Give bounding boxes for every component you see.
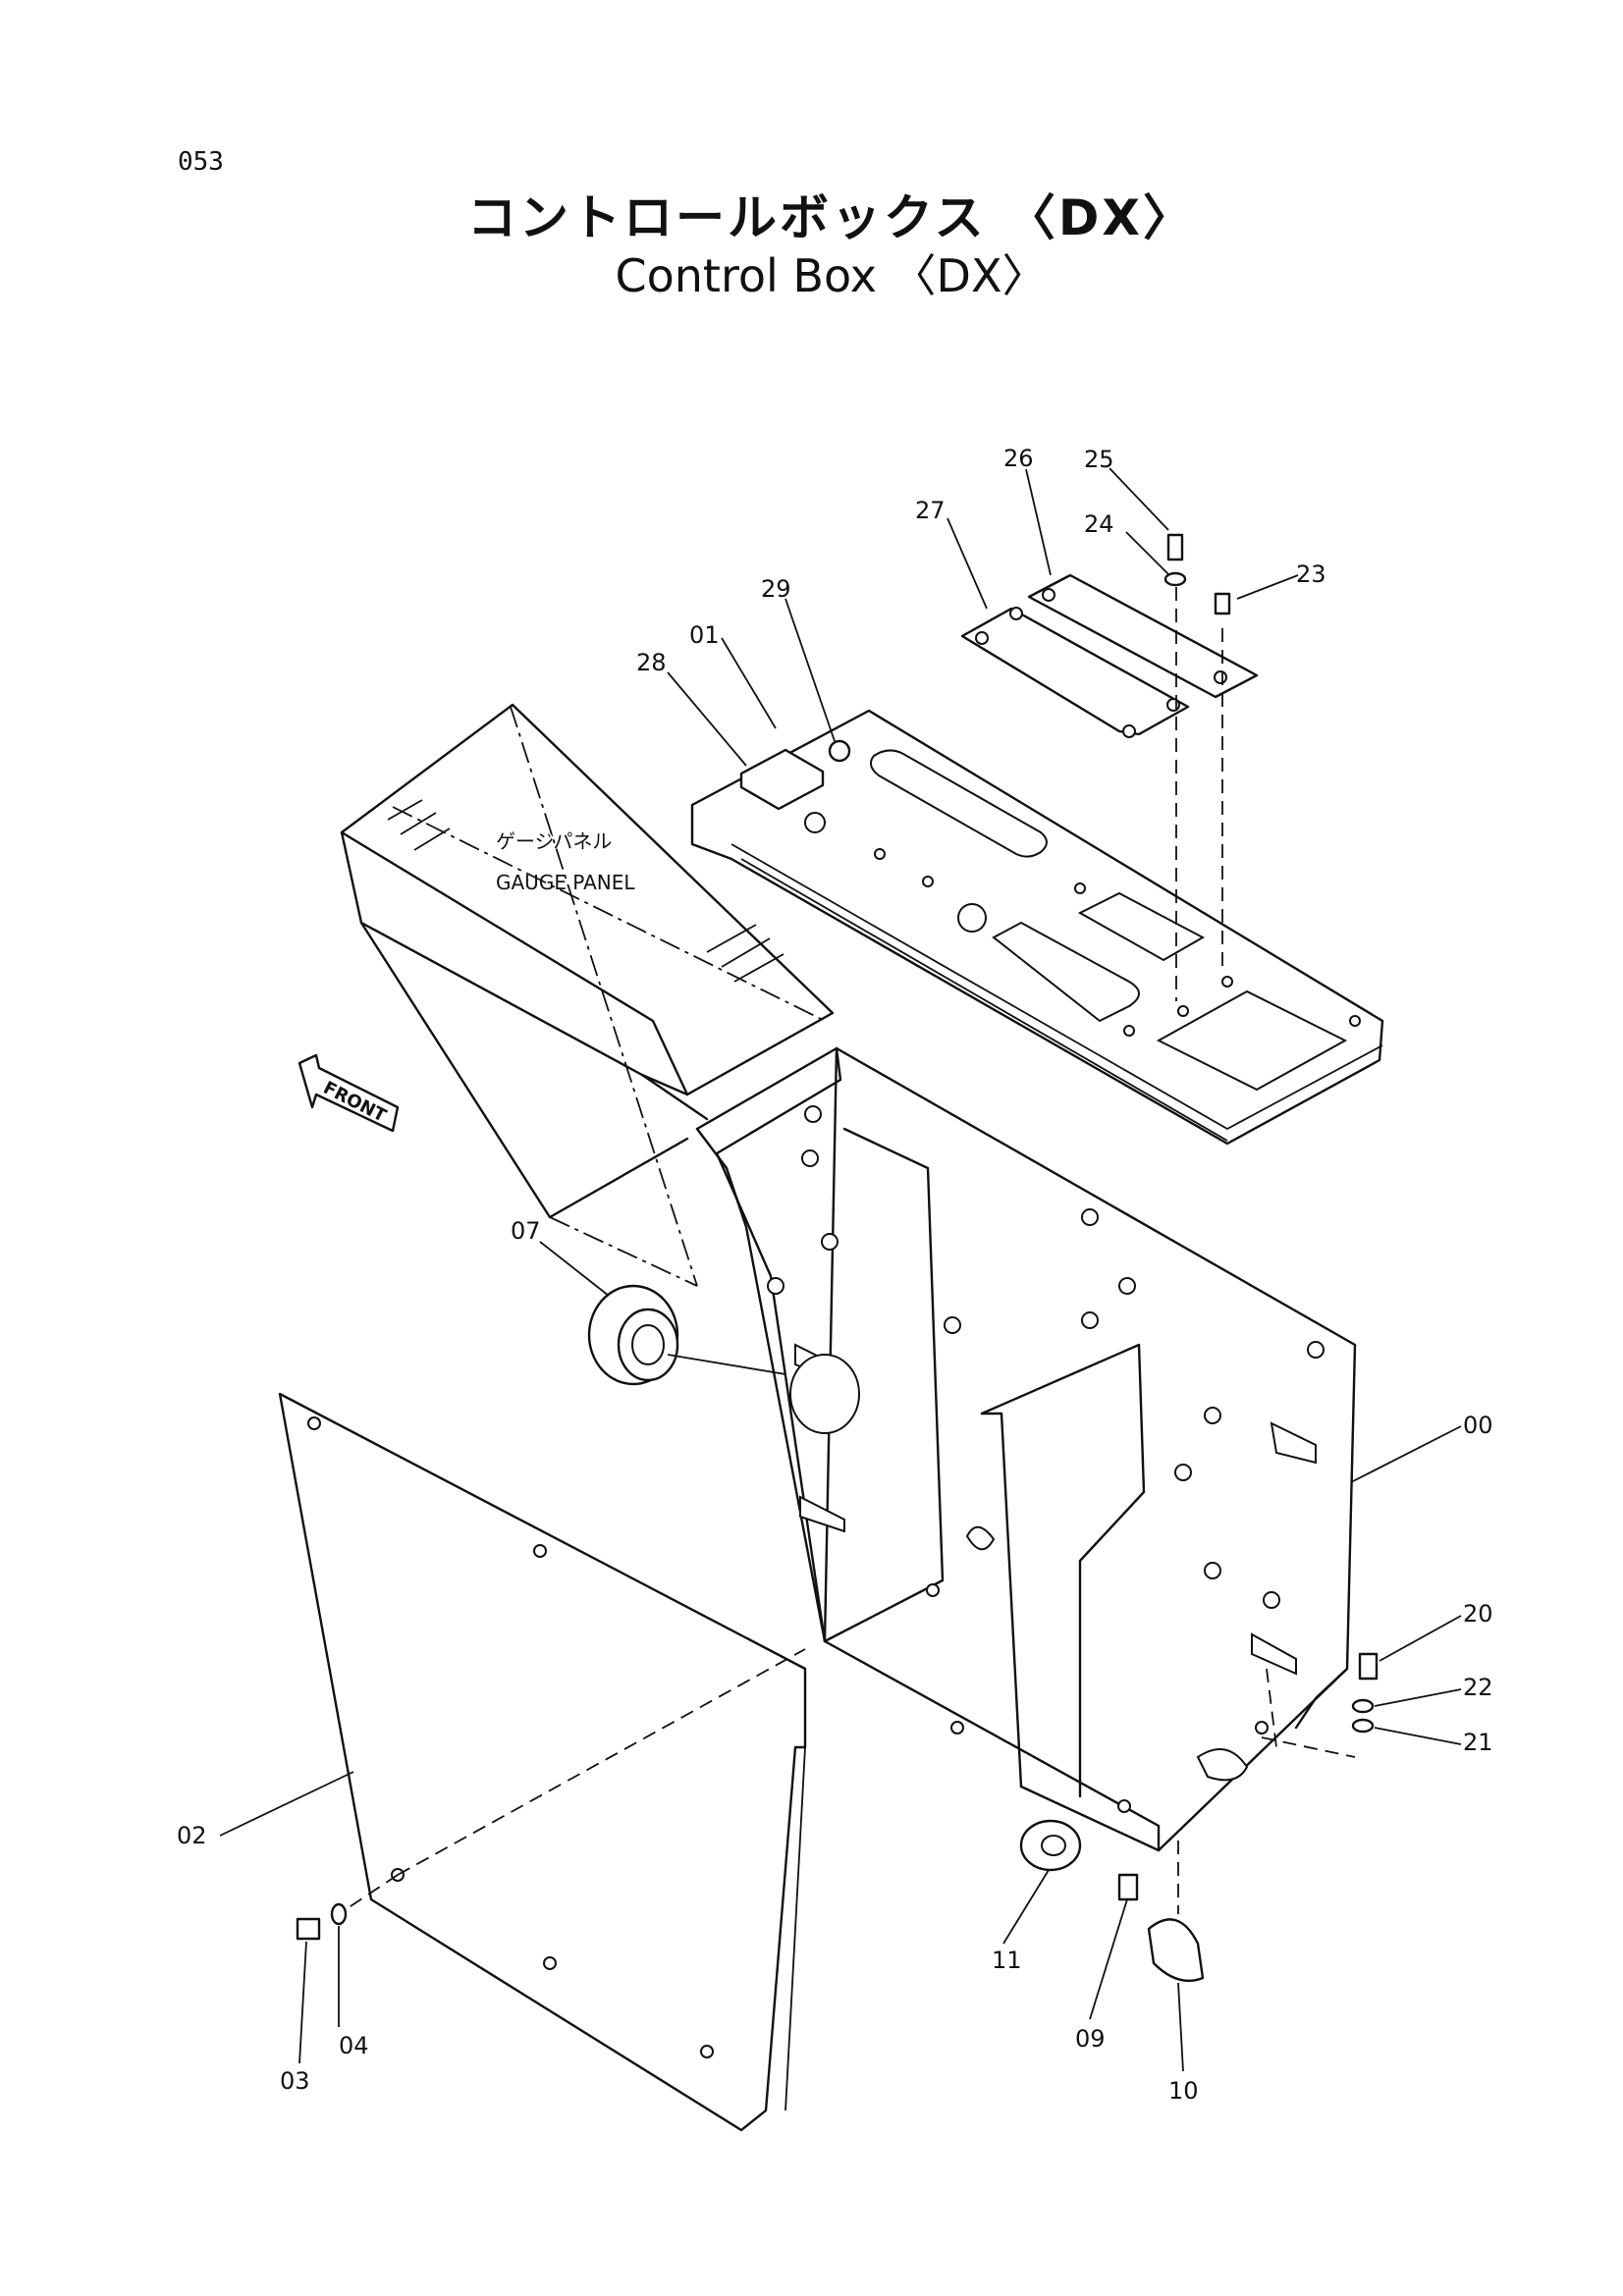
page-number: 053 (178, 147, 224, 177)
callout-29: 29 (761, 575, 791, 603)
gauge-panel-label-en: GAUGE PANEL (496, 871, 635, 894)
side-panel-02 (278, 1392, 807, 2132)
callout-22: 22 (1463, 1674, 1493, 1701)
callout-25: 25 (1084, 446, 1114, 473)
callout-20: 20 (1463, 1600, 1493, 1628)
title-english: Control Box 〈DX〉 (615, 249, 1048, 302)
gauge-panel-label-jp: ゲージパネル (496, 829, 612, 853)
callout-labels: 26 25 27 24 23 29 01 28 07 00 20 22 21 0… (177, 445, 1493, 2105)
front-arrow-icon: FRONT (298, 1053, 400, 1133)
callout-11: 11 (992, 1947, 1022, 1974)
top-plate-01 (690, 709, 1384, 1146)
callout-28: 28 (636, 649, 667, 676)
callout-00: 00 (1463, 1412, 1493, 1439)
callout-leaders (219, 467, 1462, 2072)
cover-plates (960, 533, 1259, 1001)
callout-07: 07 (511, 1217, 541, 1245)
callout-24: 24 (1084, 510, 1114, 538)
gauge-panel-housing: ゲージパネル GAUGE PANEL (340, 703, 835, 1287)
callout-04: 04 (339, 2032, 369, 2059)
callout-21: 21 (1463, 1729, 1493, 1756)
callout-03: 03 (280, 2067, 310, 2095)
callout-23: 23 (1296, 561, 1326, 588)
callout-01: 01 (689, 621, 720, 649)
callout-27: 27 (915, 497, 946, 524)
callout-02: 02 (177, 1822, 207, 1849)
small-parts (296, 1284, 1379, 1983)
callout-26: 26 (1003, 445, 1034, 472)
main-box-00 (695, 1046, 1357, 1852)
callout-09: 09 (1075, 2025, 1106, 2053)
callout-10: 10 (1168, 2077, 1199, 2105)
title-japanese: コントロールボックス 〈DX〉 (467, 189, 1195, 246)
